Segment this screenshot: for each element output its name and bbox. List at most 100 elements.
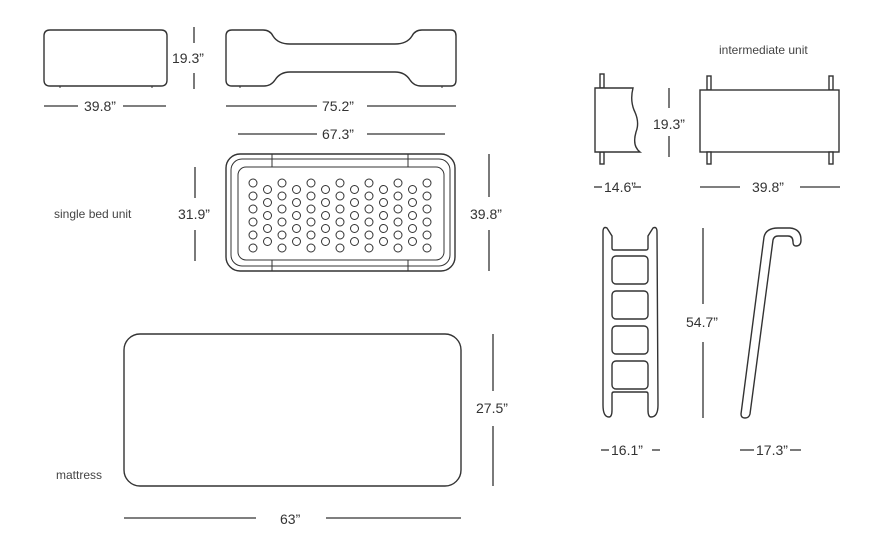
ladder-height-dimension: 54.7” (686, 314, 718, 330)
bed-inner-width-dimension: 67.3” (322, 126, 354, 142)
slat-hole (408, 237, 417, 246)
slat-hole (248, 243, 258, 253)
slat-hole (248, 204, 258, 214)
block-height-dimension: 19.3” (172, 50, 204, 66)
slat-hole (379, 237, 388, 246)
slat-hole (393, 217, 403, 227)
bed-inner-depth-dimension: 31.9” (178, 206, 210, 222)
intermediate-unit-label: intermediate unit (719, 43, 808, 57)
slat-hole (393, 178, 403, 188)
slat-hole (248, 230, 258, 240)
slat-hole (350, 224, 359, 233)
intermediate-unit-side-drawing (594, 73, 643, 165)
slat-hole (335, 243, 345, 253)
ladder-side-drawing (740, 227, 802, 419)
slat-hole (292, 237, 301, 246)
slat-holes (248, 178, 432, 253)
slat-hole (263, 224, 272, 233)
slat-hole (306, 230, 316, 240)
slat-hole (408, 211, 417, 220)
slat-hole (335, 230, 345, 240)
block-width-dimension: 39.8” (84, 98, 116, 114)
slat-hole (408, 185, 417, 194)
slat-hole (379, 185, 388, 194)
slat-hole (248, 217, 258, 227)
slat-hole (277, 243, 287, 253)
slat-hole (379, 211, 388, 220)
single-bed-unit-label: single bed unit (54, 207, 132, 221)
slat-hole (379, 224, 388, 233)
slat-hole (306, 204, 316, 214)
slat-hole (277, 204, 287, 214)
slat-hole (364, 178, 374, 188)
slat-hole (422, 230, 432, 240)
slat-hole (408, 198, 417, 207)
slat-hole (364, 243, 374, 253)
slat-hole (393, 204, 403, 214)
slat-hole (364, 230, 374, 240)
mattress-drawing (123, 333, 462, 487)
slat-hole (292, 224, 301, 233)
slat-hole (292, 211, 301, 220)
slat-hole (335, 217, 345, 227)
slat-hole (263, 237, 272, 246)
slat-hole (350, 185, 359, 194)
slat-hole (292, 198, 301, 207)
slat-hole (321, 211, 330, 220)
bed-outer-depth-dimension: 39.8” (470, 206, 502, 222)
slat-hole (306, 243, 316, 253)
slat-hole (277, 230, 287, 240)
ladder-width-dimension: 16.1” (611, 442, 643, 458)
slat-hole (306, 178, 316, 188)
intermediate-side-width-dimension: 14.6” (604, 179, 636, 195)
slat-hole (306, 191, 316, 201)
bed-side-drawing (225, 29, 457, 88)
slat-hole (364, 204, 374, 214)
slat-hole (364, 191, 374, 201)
intermediate-height-dimension: 19.3” (653, 116, 685, 132)
slat-hole (335, 191, 345, 201)
slat-hole (422, 243, 432, 253)
slat-hole (364, 217, 374, 227)
slat-hole (248, 178, 258, 188)
dimension-lines (44, 27, 840, 519)
slat-hole (422, 204, 432, 214)
slat-hole (277, 178, 287, 188)
slat-hole (335, 178, 345, 188)
slat-hole (393, 230, 403, 240)
slat-hole (408, 224, 417, 233)
slat-hole (248, 191, 258, 201)
mattress-width-dimension: 63” (280, 511, 301, 527)
slat-hole (277, 217, 287, 227)
slat-hole (263, 198, 272, 207)
single-bed-unit-drawing (225, 153, 456, 272)
slat-hole (393, 191, 403, 201)
slat-hole (321, 198, 330, 207)
mattress-label: mattress (56, 468, 103, 482)
slat-hole (379, 198, 388, 207)
mattress-depth-dimension: 27.5” (476, 400, 508, 416)
slat-hole (263, 211, 272, 220)
slat-hole (422, 217, 432, 227)
slat-hole (263, 185, 272, 194)
slat-hole (422, 178, 432, 188)
slat-hole (321, 224, 330, 233)
slat-hole (350, 211, 359, 220)
slat-hole (277, 191, 287, 201)
slat-hole (292, 185, 301, 194)
slat-hole (350, 237, 359, 246)
intermediate-unit-front-drawing (699, 75, 840, 165)
slat-hole (321, 237, 330, 246)
bed-long-width-dimension: 75.2” (322, 98, 354, 114)
slat-hole (321, 185, 330, 194)
ladder-front-drawing (602, 226, 659, 418)
intermediate-front-width-dimension: 39.8” (752, 179, 784, 195)
end-block-drawing (43, 29, 168, 88)
slat-hole (350, 198, 359, 207)
slat-hole (422, 191, 432, 201)
slat-hole (306, 217, 316, 227)
slat-hole (393, 243, 403, 253)
ladder-side-depth-dimension: 17.3” (756, 442, 788, 458)
